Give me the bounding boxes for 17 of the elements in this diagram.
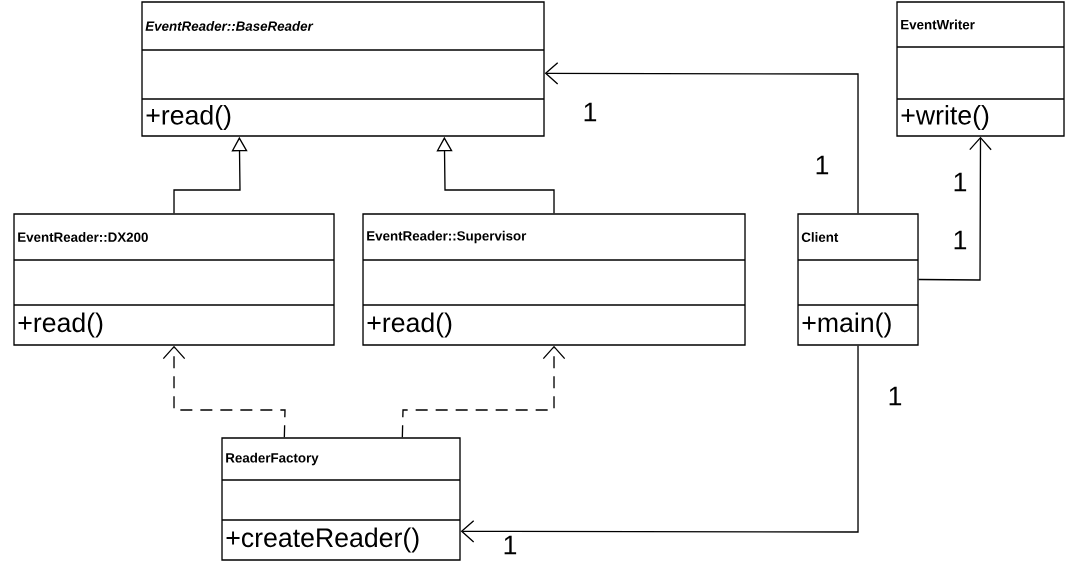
association-arrow <box>918 136 992 281</box>
class-box: ReaderFactory +createReader() <box>221 437 461 561</box>
class-box: EventReader::BaseReader +read() <box>141 1 545 137</box>
multiplicity-label: 1 <box>504 535 517 555</box>
class-box: EventWriter +write() <box>896 1 1065 137</box>
association-arrow <box>544 62 859 214</box>
multiplicity-label: 1 <box>816 155 829 175</box>
multiplicity-label: 1 <box>954 172 967 192</box>
class-box: EventReader::DX200 +read() <box>13 213 335 346</box>
dependency-arrow <box>162 345 286 438</box>
multiplicity-label: 1 <box>584 102 597 122</box>
dependency-arrow <box>401 345 566 438</box>
multiplicity-label: 1 <box>889 386 902 406</box>
multiplicity-label: 1 <box>954 230 967 250</box>
class-box: EventReader::Supervisor +read() <box>362 213 746 346</box>
class-box: Client +main() <box>797 213 919 346</box>
association-arrow <box>460 345 859 543</box>
